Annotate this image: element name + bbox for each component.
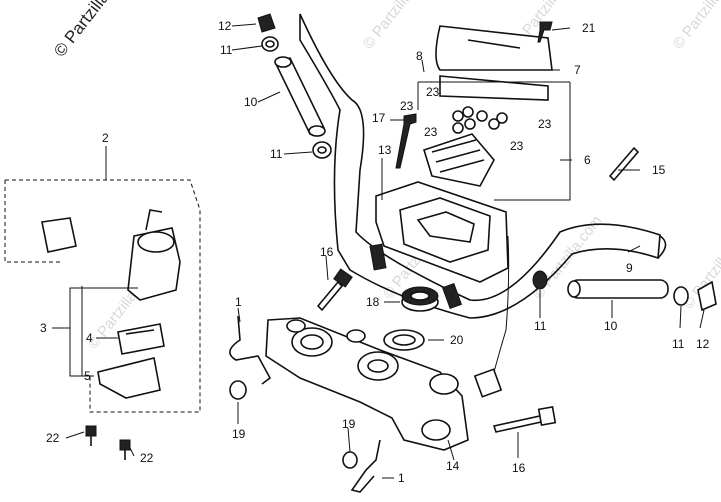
watermark-1: © Partzilla.com bbox=[360, 0, 436, 52]
ignition-switch-group bbox=[4, 179, 201, 413]
callout-10-b: 10 bbox=[604, 319, 618, 333]
bar-end-weight-upper[interactable] bbox=[274, 56, 326, 137]
buttons-23[interactable] bbox=[452, 106, 508, 134]
callout-15: 15 bbox=[652, 163, 666, 177]
callout-21: 21 bbox=[582, 21, 596, 35]
bolt-16-lower[interactable] bbox=[492, 405, 557, 433]
callout-22: 22 bbox=[46, 431, 60, 445]
watermark-3: © Partzilla.com bbox=[670, 0, 721, 52]
cover-left-2[interactable] bbox=[41, 217, 77, 253]
callout-23-b: 23 bbox=[400, 99, 414, 113]
callout-23-a: 23 bbox=[426, 85, 440, 99]
clip-1-left[interactable] bbox=[229, 315, 272, 385]
nut-11-right-a[interactable] bbox=[532, 270, 548, 290]
screw-21[interactable] bbox=[537, 21, 553, 43]
callout-8: 8 bbox=[416, 49, 423, 63]
switch-assembly-6[interactable] bbox=[423, 133, 495, 187]
callout-16: 16 bbox=[320, 245, 334, 259]
callout-4: 4 bbox=[86, 331, 93, 345]
switch-cap-8[interactable] bbox=[439, 75, 549, 101]
cap-12-upper[interactable] bbox=[257, 13, 276, 33]
callout-6: 6 bbox=[584, 153, 591, 167]
nut-19-lower[interactable] bbox=[342, 451, 358, 469]
nut-11-upper[interactable] bbox=[261, 36, 279, 52]
callout-9: 9 bbox=[626, 261, 633, 275]
callout-labels: 12 11 10 11 21 8 7 23 23 17 23 23 23 13 … bbox=[40, 19, 710, 485]
callout-13: 13 bbox=[378, 143, 392, 157]
washer-20[interactable] bbox=[383, 329, 425, 351]
callout-16-b: 16 bbox=[512, 461, 526, 475]
callout-1-b: 1 bbox=[398, 471, 405, 485]
callout-12-b: 12 bbox=[696, 337, 710, 351]
nut-11-mid[interactable] bbox=[312, 141, 332, 159]
bar-end-weight-right[interactable] bbox=[567, 279, 669, 299]
clip-1-lower[interactable] bbox=[350, 439, 381, 493]
group-2-dashed-frame bbox=[5, 179, 201, 413]
key-4[interactable] bbox=[117, 323, 165, 355]
callout-11-b: 11 bbox=[270, 147, 283, 161]
screw-22-b[interactable] bbox=[119, 439, 131, 460]
callout-22-b: 22 bbox=[140, 451, 154, 465]
callout-7: 7 bbox=[574, 63, 581, 77]
connector[interactable] bbox=[473, 368, 503, 398]
callout-14: 14 bbox=[446, 459, 460, 473]
bolt-17[interactable] bbox=[395, 113, 417, 169]
switch-cover-7[interactable] bbox=[435, 25, 553, 71]
handlebar-part[interactable] bbox=[299, 13, 667, 319]
cap-12-right[interactable] bbox=[697, 280, 717, 312]
corner-watermark: © Partzilla bbox=[50, 0, 113, 60]
nut-11-right-b[interactable] bbox=[673, 286, 689, 306]
switch-wire bbox=[493, 235, 510, 373]
callout-20: 20 bbox=[450, 333, 464, 347]
nut-19-left[interactable] bbox=[229, 380, 247, 400]
callout-23-e: 23 bbox=[510, 139, 524, 153]
callout-11-d: 11 bbox=[672, 337, 685, 351]
callout-17: 17 bbox=[372, 111, 386, 125]
screw-22-a[interactable] bbox=[85, 425, 97, 446]
callout-23-d: 23 bbox=[538, 117, 552, 131]
callout-3: 3 bbox=[40, 321, 47, 335]
callout-19: 19 bbox=[232, 427, 246, 441]
callout-11: 11 bbox=[220, 43, 233, 57]
callout-18: 18 bbox=[366, 295, 380, 309]
cover-5[interactable] bbox=[97, 357, 161, 399]
callout-23-c: 23 bbox=[424, 125, 438, 139]
callout-2: 2 bbox=[102, 131, 109, 145]
switch-housing-13[interactable] bbox=[375, 181, 509, 283]
bolt-16-upper[interactable] bbox=[316, 268, 353, 312]
callout-19-b: 19 bbox=[342, 417, 356, 431]
reflector-15[interactable] bbox=[608, 146, 640, 182]
watermarks: © Partzilla © Partzilla.com © Partzilla.… bbox=[50, 0, 721, 352]
leader-lines bbox=[52, 23, 705, 479]
ignition-switch-body[interactable] bbox=[127, 209, 181, 301]
callout-10: 10 bbox=[244, 95, 258, 109]
callout-12: 12 bbox=[218, 19, 232, 33]
callout-5: 5 bbox=[84, 369, 91, 383]
holder-18[interactable] bbox=[401, 286, 439, 312]
top-bridge-14[interactable] bbox=[265, 317, 469, 451]
callout-1: 1 bbox=[235, 295, 242, 309]
callout-11-c: 11 bbox=[534, 319, 547, 333]
